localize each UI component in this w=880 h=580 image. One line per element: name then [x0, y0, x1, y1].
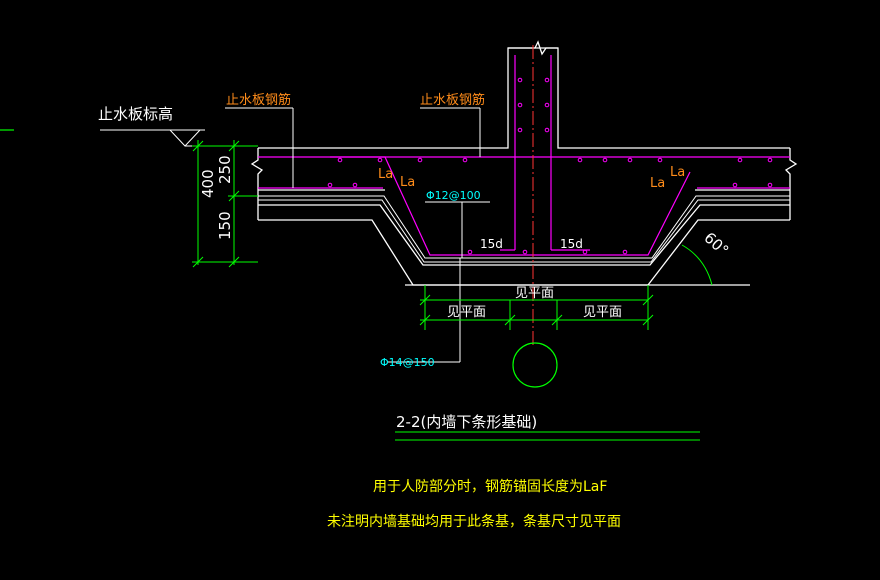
d15-label-right: 15d: [560, 237, 583, 251]
rebar-bottom-label: Φ14@150: [380, 356, 435, 369]
elevation-label: 止水板标高: [98, 105, 173, 123]
leader-lines: [225, 107, 490, 363]
axis-bubble: [512, 342, 558, 388]
rebar-top-label: Φ12@100: [426, 189, 481, 202]
section-title: 2-2(内墙下条形基础): [396, 413, 537, 431]
note-line-1: 用于人防部分时，钢筋锚固长度为LaF: [373, 478, 607, 495]
left-break-line: [250, 148, 264, 220]
dim-total: 400: [199, 169, 217, 198]
waterstop-rebar-label-right: 止水板钢筋: [420, 92, 485, 108]
waterstop-rebar-label-left: 止水板钢筋: [226, 92, 291, 108]
dim-upper: 250: [216, 155, 234, 184]
la-label-4: La: [670, 165, 685, 180]
rebar-dots: [327, 77, 773, 255]
rebar-lines: [258, 55, 790, 256]
concrete-outline: [250, 40, 798, 286]
la-label-2: La: [400, 175, 415, 190]
right-break-line: [784, 148, 798, 220]
see-plan-center: 见平面: [515, 286, 554, 301]
angle-label: 60°: [700, 229, 732, 260]
trough-rebar: [330, 156, 691, 256]
waterproof-layers: [258, 195, 790, 263]
d15-label-left: 15d: [480, 237, 503, 251]
la-label-3: La: [650, 176, 665, 191]
la-label-1: La: [378, 167, 393, 182]
dimension-lines: [192, 140, 713, 441]
slab-top-edge: [258, 47, 790, 149]
trough-inner: [258, 204, 790, 266]
elevation-marker: [100, 129, 255, 147]
note-line-2: 未注明内墙基础均用于此条基，条基尺寸见平面: [327, 513, 621, 530]
wall-break-line: [508, 40, 558, 56]
see-plan-right: 见平面: [583, 305, 622, 320]
dim-lower: 150: [216, 211, 234, 240]
see-plan-left: 见平面: [447, 305, 486, 320]
